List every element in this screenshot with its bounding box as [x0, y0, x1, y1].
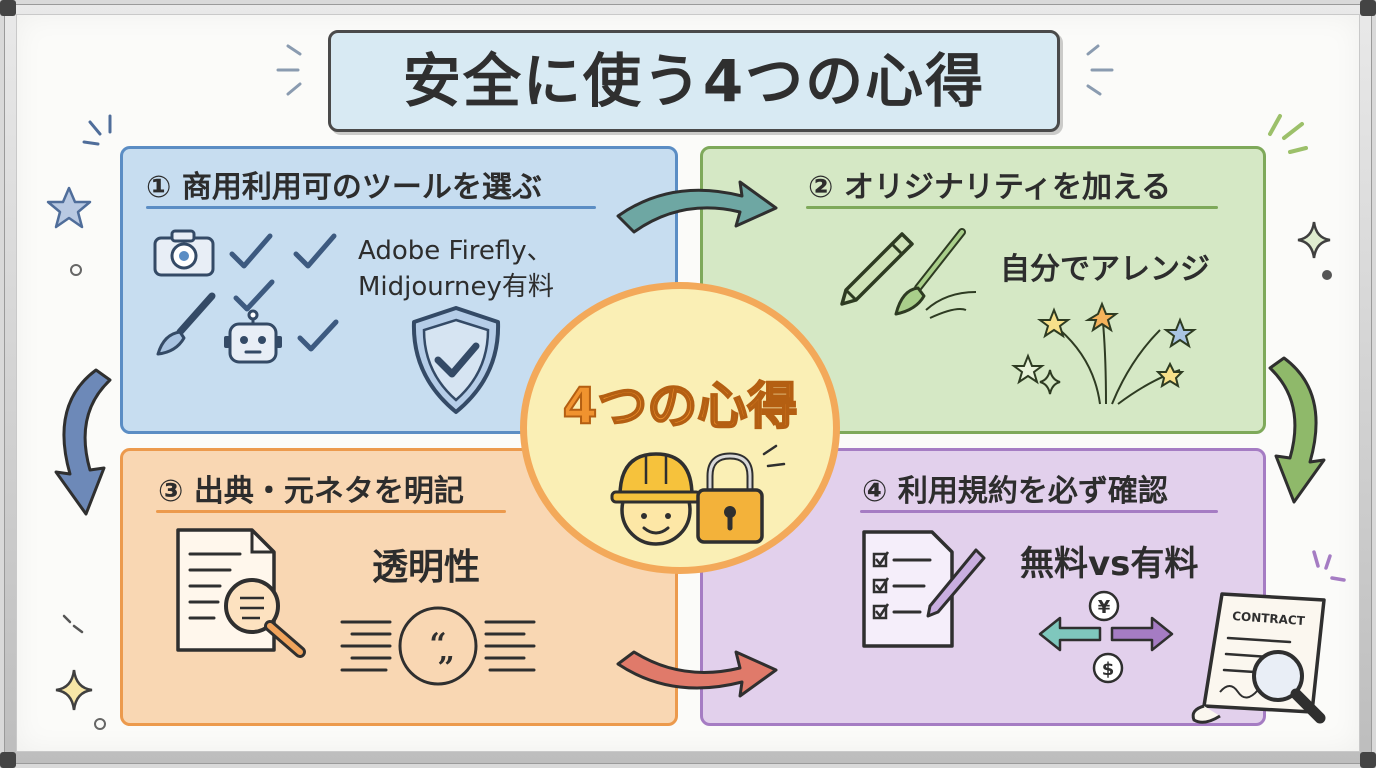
document-magnifier-icon [176, 528, 306, 658]
camera-icon [153, 229, 215, 277]
quote-icon: “ ” [340, 606, 536, 686]
contract-icon: CONTRACT [1191, 592, 1326, 724]
title-banner: 安全に使う4つの心得 [328, 30, 1060, 132]
panel-2-number: ② [808, 170, 834, 205]
check-icon [293, 233, 337, 269]
shield-check-icon [411, 306, 501, 414]
sparkle-lines-icon [1086, 44, 1114, 96]
arrow-icon [54, 368, 112, 516]
sparkle-lines-icon [762, 444, 786, 468]
star-icon [46, 186, 92, 229]
panel-1-number: ① [146, 170, 172, 205]
checklist-icon [862, 530, 986, 648]
panel-1-heading: ① 商用利用可のツールを選ぶ [146, 162, 542, 206]
check-icon [229, 233, 273, 269]
panel-4-text: 無料vs有料 [1020, 544, 1199, 584]
arrow-icon [1268, 356, 1326, 504]
frame-corner [0, 752, 16, 768]
panel-4-number: ④ [862, 474, 888, 509]
sparkle-lines-icon [62, 614, 84, 634]
dollar-symbol: $ [1102, 659, 1115, 680]
frame-corner [0, 0, 16, 16]
arrow-icon [616, 180, 778, 234]
panel-2-underline [806, 206, 1218, 209]
arrow-icon [616, 650, 778, 698]
panel-4-title: 利用規約を必ず確認 [897, 474, 1168, 509]
page-title: 安全に使う4つの心得 [402, 47, 986, 115]
sparkle-icon [55, 669, 93, 711]
padlock-icon [696, 452, 764, 544]
dot-icon [70, 264, 82, 276]
sparkle-lines-icon [82, 114, 112, 146]
panel-2-text: 自分でアレンジ [1000, 252, 1210, 287]
sparkle-icon [1297, 221, 1331, 259]
check-icon [233, 279, 275, 312]
dot-icon [1322, 270, 1332, 280]
panel-1-title: 商用利用可のツールを選ぶ [181, 170, 542, 205]
frame-corner [1360, 0, 1376, 16]
panel-3-title: 出典・元ネタを明記 [193, 474, 464, 509]
svg-text:“: “ [429, 627, 446, 662]
panel-2-title: オリジナリティを加える [843, 170, 1172, 205]
panel-1-underline [146, 206, 596, 209]
center-label: 4つの心得 [562, 376, 799, 436]
helmet-face-icon [610, 452, 702, 546]
check-icon [297, 319, 339, 352]
svg-text:”: ” [437, 651, 454, 686]
panel-1-tools-line2: Midjourney有料 [358, 272, 554, 302]
panel-4-underline [860, 510, 1218, 513]
brush-icon [894, 228, 977, 319]
panel-1-tools-line1: Adobe Firefly、 [358, 236, 553, 266]
sparkle-lines-icon [276, 44, 302, 96]
brush-icon [156, 292, 216, 356]
panel-3-underline [156, 510, 506, 513]
panel-4-heading: ④ 利用規約を必ず確認 [862, 466, 1168, 510]
panel-3-heading: ③ 出典・元ネタを明記 [158, 466, 464, 510]
sparkles-icon [1011, 301, 1197, 405]
sparkle-lines-icon [1312, 550, 1346, 582]
dot-icon [94, 718, 106, 730]
frame-corner [1360, 752, 1376, 768]
contract-label: CONTRACT [1232, 609, 1306, 628]
pencil-icon [840, 232, 914, 306]
sparkle-lines-icon [1268, 114, 1308, 154]
panel-3-number: ③ [158, 474, 184, 509]
yen-symbol: ¥ [1098, 597, 1111, 618]
robot-icon [224, 309, 282, 364]
exchange-icon: ¥ $ [1038, 590, 1174, 684]
panel-3-text: 透明性 [372, 547, 481, 588]
panel-2-heading: ② オリジナリティを加える [808, 162, 1171, 206]
